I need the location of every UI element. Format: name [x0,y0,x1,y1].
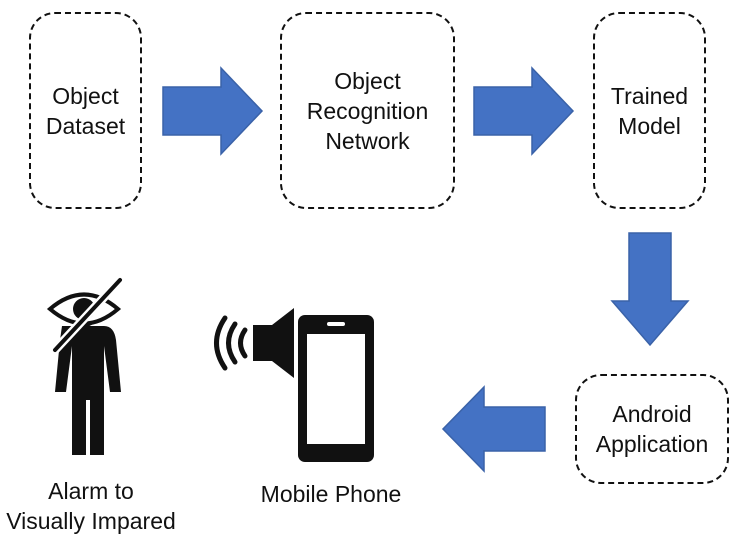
node-recognition-network: Object Recognition Network [280,12,455,209]
caption-line: Alarm to [48,478,134,504]
node-object-dataset: Object Dataset [29,12,142,209]
node-label-line: Object [52,82,119,109]
arrow-dataset-to-network [162,66,264,156]
speaker-sound-icon [214,308,294,378]
node-label-line: Recognition [306,97,429,124]
mobile-phone-icon [298,315,374,462]
caption-alarm-visually-impaired: Alarm to Visually Impared [0,476,182,536]
node-label-line: Application [595,431,709,457]
node-label-line: Object [334,67,401,94]
node-label-line: Dataset [45,112,126,139]
node-label-line: Trained [610,82,689,109]
arrow-android-to-phone [441,385,546,473]
node-label-line: Android [612,401,692,427]
caption-mobile-phone: Mobile Phone [245,479,417,509]
caption-line: Mobile Phone [260,481,402,507]
arrow-network-to-model [473,66,575,156]
visually-impaired-person-icon [46,275,125,455]
node-label-line: Model [618,112,681,139]
node-android-application: Android Application [575,374,729,484]
caption-line: Visually Impared [6,508,176,534]
node-label-line: Network [325,127,410,154]
arrow-model-to-android [610,232,690,347]
node-trained-model: Trained Model [593,12,706,209]
